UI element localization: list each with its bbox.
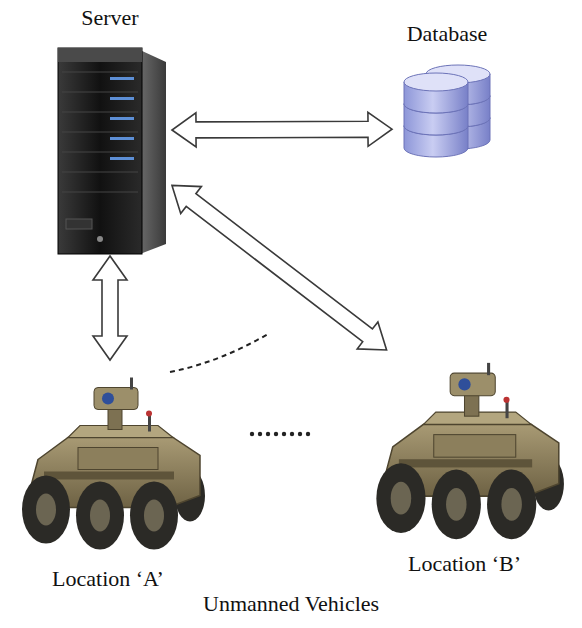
- node-title: Location ‘B’: [362, 550, 567, 578]
- server-node: Server: [48, 4, 172, 256]
- rover-icon: [362, 350, 567, 550]
- vehicle-node: Location ‘A’: [8, 360, 208, 605]
- database-node: Database: [392, 20, 502, 160]
- rover-icon: [8, 360, 208, 565]
- ellipsis-dots: [250, 432, 310, 436]
- database-icon: [392, 56, 502, 160]
- hollow-double-arrow: [93, 256, 127, 360]
- node-title: Location ‘A’: [8, 565, 208, 593]
- vehicle-node: Location ‘B’: [362, 350, 567, 590]
- server-icon: [48, 44, 172, 256]
- hollow-double-arrow: [172, 185, 387, 350]
- node-title: Server: [48, 4, 172, 32]
- hollow-double-arrow: [172, 112, 392, 147]
- node-title: Database: [392, 20, 502, 48]
- group-caption: Unmanned Vehicles: [203, 590, 379, 618]
- dashed-link: [170, 334, 268, 372]
